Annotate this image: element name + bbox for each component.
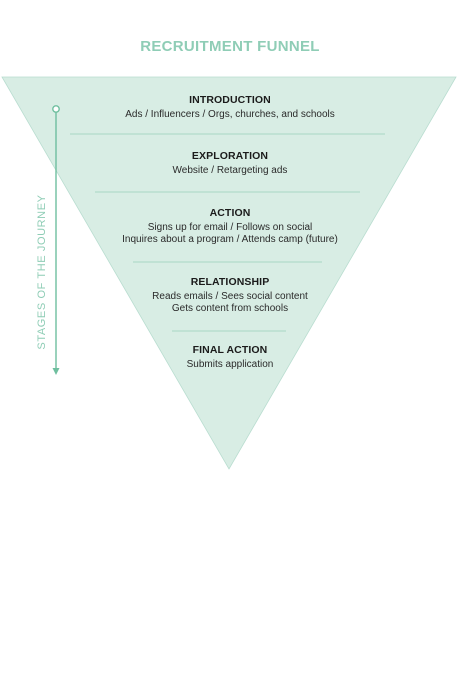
stage-title: INTRODUCTION — [189, 94, 271, 106]
stage-final-action: FINAL ACTION Submits application — [0, 344, 460, 371]
stage-description: Reads emails / Sees social content — [152, 291, 308, 302]
page-title: RECRUITMENT FUNNEL — [140, 38, 320, 55]
stage-description: Signs up for email / Follows on social — [147, 222, 313, 233]
stage-introduction: INTRODUCTION Ads / Influencers / Orgs, c… — [0, 94, 460, 121]
stage-relationship: RELATIONSHIP Reads emails / Sees social … — [0, 276, 460, 315]
arrow-down-icon — [52, 368, 60, 375]
stage-description: Ads / Influencers / Orgs, churches, and … — [125, 109, 335, 120]
funnel-shape — [1, 76, 457, 470]
stage-description: Submits application — [186, 359, 274, 370]
stage-title: RELATIONSHIP — [190, 276, 270, 288]
stage-title: FINAL ACTION — [192, 344, 268, 356]
stage-description: Website / Retargeting ads — [172, 165, 288, 176]
stage-title: EXPLORATION — [191, 150, 269, 162]
stage-title: ACTION — [209, 207, 251, 219]
stage-description: Gets content from schools — [171, 303, 289, 314]
stage-description: Inquires about a program / Attends camp … — [122, 234, 338, 245]
stage-exploration: EXPLORATION Website / Retargeting ads — [0, 150, 460, 177]
stage-action: ACTION Signs up for email / Follows on s… — [0, 207, 460, 246]
journey-arrow — [52, 105, 60, 375]
